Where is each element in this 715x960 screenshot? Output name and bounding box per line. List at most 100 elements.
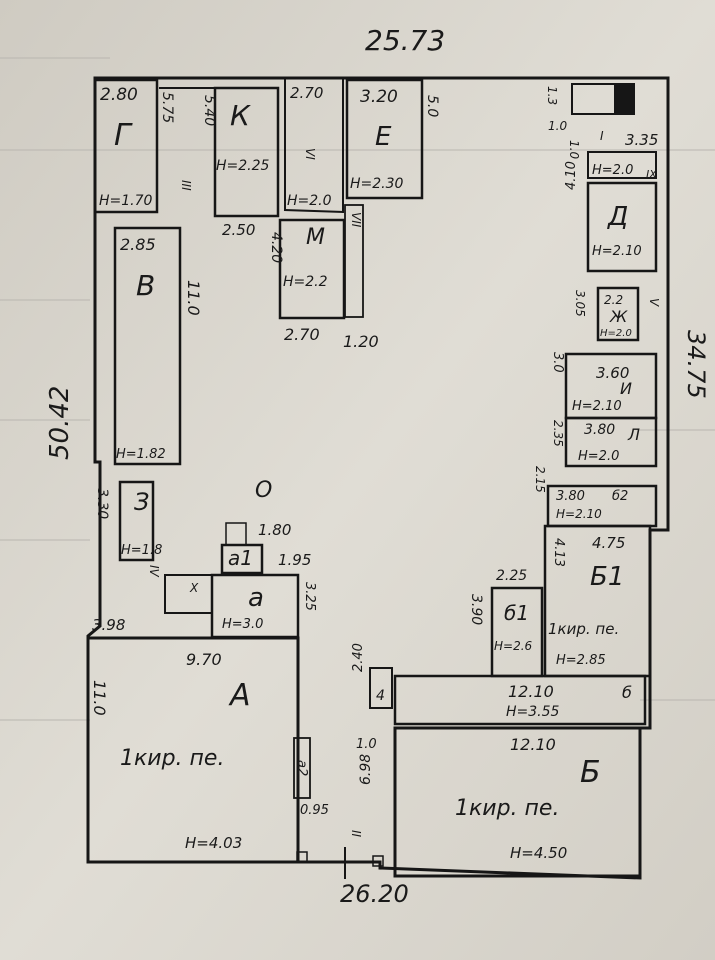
b1-small-dim-width: 2.25 (496, 568, 527, 584)
tr-dim-b: 1.0 (548, 119, 567, 133)
fence-X: X (189, 581, 199, 595)
e-dim-length: 5.0 (424, 95, 440, 117)
b-big-dim-length: 6.98 (358, 754, 374, 785)
a-big-letter: А (228, 678, 251, 713)
stairs4-dim-b: 1.0 (356, 737, 377, 752)
m-height: Н=2.2 (283, 274, 328, 290)
m-dim-length: 4.20 (268, 232, 284, 263)
building-Zh (596, 286, 640, 342)
building-G (93, 78, 159, 214)
b1-big-letter: Б1 (590, 562, 624, 592)
e-letter: Е (375, 122, 392, 152)
fence-VI: VI (303, 148, 317, 160)
k-dim-length: 5.40 (201, 95, 217, 126)
m-dim-annex: 1.20 (343, 332, 379, 351)
g-height: Н=1.70 (99, 193, 153, 209)
fence-II: II (349, 830, 363, 838)
building-L (564, 416, 658, 468)
b-letter: б (622, 683, 632, 702)
d-letter: Д (607, 202, 628, 232)
zh-letter: Ж (609, 307, 628, 326)
building-Z (118, 480, 155, 562)
b1-small-dim-length: 3.90 (468, 594, 484, 625)
b1-big-dim-width: 4.75 (592, 534, 625, 552)
building-M (278, 204, 364, 320)
stairs-a2-letter: а2 (294, 760, 309, 776)
gate-marks (296, 847, 384, 879)
tr-height: Н=2.0 (592, 163, 633, 178)
fence-VII: VII (349, 212, 363, 228)
tr-dim-d: 1.0 (567, 140, 581, 159)
zh-dim-width: 2.2 (604, 293, 623, 307)
stairs4-letter: 4 (376, 688, 385, 704)
g-dim-length: 5.75 (159, 92, 175, 123)
b-big-height: Н=4.50 (510, 844, 567, 862)
building-a1 (220, 522, 264, 575)
building-D (586, 181, 658, 273)
a-dim-width: 1.95 (278, 551, 311, 569)
z-height: Н=1.8 (121, 543, 162, 558)
b1-small-letter: б1 (504, 601, 529, 625)
a-letter: а (248, 583, 264, 613)
tr-dim-c: 3.35 (625, 131, 658, 149)
k-dim-width: 2.50 (222, 221, 255, 239)
b2-dim-length: 2.15 (533, 466, 547, 493)
m-letter: М (306, 225, 325, 250)
k-letter: К (230, 99, 251, 132)
g-letter: Г (114, 118, 133, 153)
v-dim-width: 2.85 (120, 235, 156, 254)
k-height: Н=2.25 (216, 158, 270, 174)
b-big-letter: Б (580, 755, 601, 790)
building-E (345, 78, 424, 200)
zh-height: Н=2.0 (600, 328, 632, 339)
a-height: Н=3.0 (222, 617, 263, 632)
b2-dim-width: 3.80 (556, 489, 585, 504)
a-big-dim-width: 9.70 (186, 650, 222, 669)
b2-letter: б2 (612, 489, 628, 504)
z-dim: 3.30 (94, 488, 110, 519)
fence-IX: IX (646, 168, 657, 181)
v-dim-length: 11.0 (184, 280, 203, 316)
building-K (159, 86, 280, 218)
building-B (393, 726, 642, 878)
fence-III: III (179, 180, 193, 191)
i-dim-length: 3.0 (550, 352, 565, 373)
b1-big-dim-length: 4.13 (551, 538, 566, 567)
g-dim-width: 2.80 (100, 85, 138, 105)
building-V (113, 226, 182, 466)
i-dim-width: 3.60 (596, 364, 629, 382)
b-height: Н=3.55 (506, 704, 560, 720)
m-dim-width: 2.70 (284, 325, 320, 344)
dim-left: 50.42 (45, 386, 75, 460)
zh-dim-length: 3.05 (573, 290, 587, 317)
z-letter: З (134, 488, 149, 516)
a-big-note: 1кир. пе. (120, 746, 224, 771)
e-height: Н=2.30 (350, 176, 404, 192)
fence-V: V (647, 298, 661, 307)
b1-big-note: 1кир. пе. (548, 620, 619, 638)
stairs-4 (369, 667, 393, 709)
i-letter: И (620, 379, 632, 398)
tr-dim-a: 1.3 (545, 86, 559, 105)
dim-top: 25.73 (365, 24, 445, 57)
a1-letter: а1 (228, 546, 253, 570)
d-dim: 4.10 (564, 161, 579, 190)
a-big-height: Н=4.03 (185, 834, 242, 852)
a-big-dim-length: 11.0 (90, 680, 109, 716)
yard-label: О (255, 478, 272, 503)
center-height: Н=2.0 (287, 193, 332, 209)
l-height: Н=2.0 (578, 449, 619, 464)
b-big-dim-width: 12.10 (510, 735, 556, 754)
stairs4-dim-a: 2.40 (351, 643, 366, 672)
dim-right: 34.75 (682, 330, 710, 399)
b1-small-height: Н=2.6 (494, 639, 533, 653)
a-dim-length: 3.25 (302, 582, 317, 611)
b-dim: 12.10 (508, 682, 554, 701)
dim-bottom: 26.20 (340, 880, 409, 908)
b2-height: Н=2.10 (556, 507, 602, 521)
fence-IV: IV (147, 565, 161, 578)
b1-big-height: Н=2.85 (556, 653, 606, 668)
outer-boundary (86, 76, 670, 880)
